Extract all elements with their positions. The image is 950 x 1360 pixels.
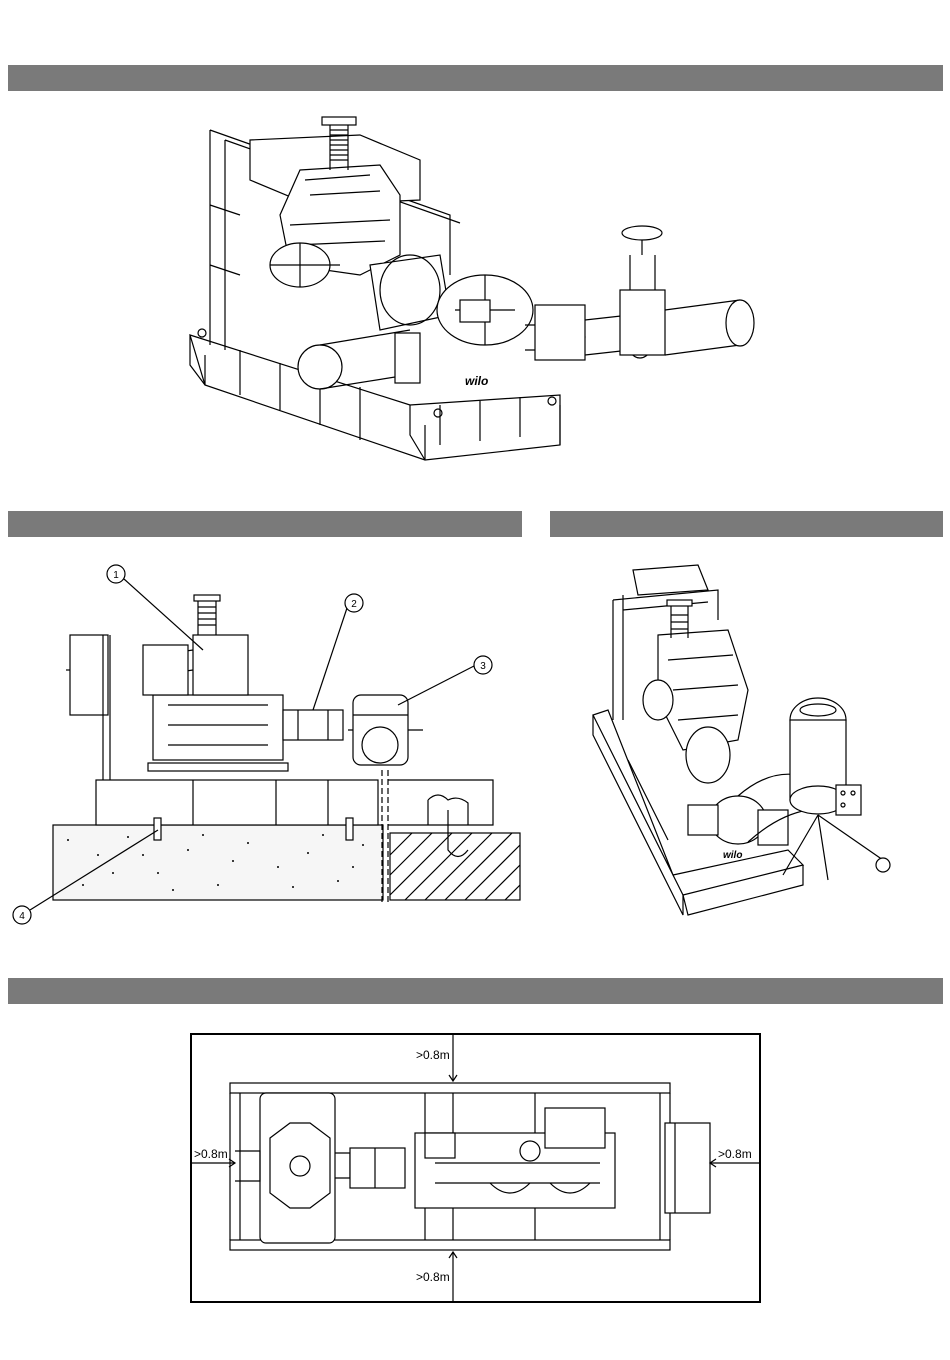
clearance-top-label: >0.8m (416, 1048, 450, 1062)
callout-3: 3 (480, 661, 486, 672)
figure-2-installation-side-view: 1 2 3 4 (8, 555, 523, 935)
callout-2: 2 (351, 599, 357, 610)
figure-1-isometric-pump-set: wilo (180, 105, 770, 475)
figure-3-brand-mark: wilo (723, 850, 742, 861)
figure-3-perspective-view: wilo (588, 560, 908, 930)
callout-4: 4 (19, 911, 25, 922)
section-bar-figure-4 (8, 978, 943, 1004)
clearance-left-label: >0.8m (194, 1147, 228, 1161)
callout-1: 1 (113, 570, 119, 581)
clearance-right-label: >0.8m (718, 1147, 752, 1161)
section-bar-figure-1 (8, 65, 943, 91)
figure-4-clearance-plan: >0.8m >0.8m >0.8m >0.8m (190, 1033, 762, 1305)
section-bar-figure-2 (8, 511, 522, 537)
figure-1-brand-mark: wilo (465, 374, 488, 388)
clearance-bottom-label: >0.8m (416, 1270, 450, 1284)
section-bar-figure-3 (550, 511, 943, 537)
